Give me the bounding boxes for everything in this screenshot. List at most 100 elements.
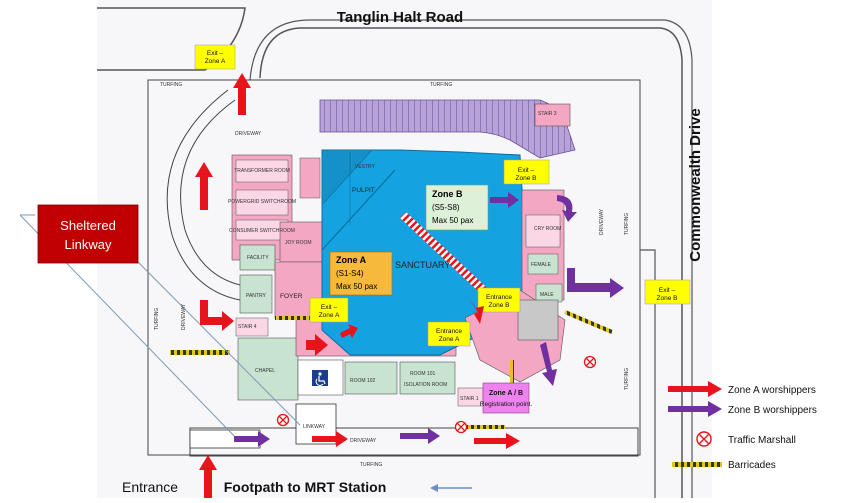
turfing-label: TURFING: [154, 308, 160, 330]
room102-label: ROOM 102: [350, 378, 376, 384]
registration-point: Zone A / B Registration point.: [480, 382, 533, 414]
room-101: [399, 361, 456, 395]
turfing-label: TURFING: [160, 82, 182, 88]
sheltered-line-2: Linkway: [65, 237, 112, 252]
stair3-label: STAIR 3: [538, 111, 557, 117]
stair4-label: STAIR 4: [238, 324, 257, 330]
legend: Zone A worshippers Zone B worshippers Tr…: [668, 381, 817, 471]
registration-subtitle: Registration point.: [480, 401, 533, 408]
zone-divider: [400, 212, 500, 306]
zone-b-arrows: [234, 192, 624, 447]
barricade-south: [455, 425, 505, 429]
female-toilet: [527, 253, 559, 275]
driveway-curve-outer: [166, 89, 241, 301]
vestry-label: VESTRY: [355, 164, 376, 170]
traffic-marshall-icon: [454, 420, 468, 434]
zone-b-range: (S5-S8): [432, 203, 460, 212]
transformer-room: [235, 159, 289, 183]
zone-b-arrow: [400, 428, 440, 444]
sheltered-line-1: Sheltered: [60, 218, 116, 233]
exit-zone-a-top: Exit –Zone A: [194, 44, 236, 70]
sheltered-linkway-callout: Sheltered Linkway: [37, 204, 139, 264]
zone-a-arrow: [195, 162, 213, 210]
zone-b-arrow: [567, 268, 624, 298]
road-north-label: Tanglin Halt Road: [337, 9, 463, 26]
legend-barricades-text: Barricades: [728, 460, 776, 471]
entrance-label: Entrance: [122, 479, 178, 495]
exit-zone-b-far-right-text: Exit –Zone B: [657, 287, 678, 302]
zone-b-capacity: Max 50 pax: [432, 216, 473, 225]
driveway-label: DRIVEWAY: [235, 131, 262, 137]
cry-room-label: CRY ROOM: [534, 226, 561, 232]
room-102: [344, 361, 398, 395]
facility-label: FACILITY: [247, 255, 269, 261]
driveway-curve: [180, 99, 241, 286]
exit-zone-b-right: Exit –Zone B: [503, 159, 550, 185]
lift-core: [517, 299, 559, 341]
zone-b-arrow: [234, 431, 270, 447]
zone-a-arrow: [233, 73, 251, 115]
chapel-label: CHAPEL: [255, 368, 275, 374]
diagonal-aisle: [321, 169, 396, 251]
pantry-room: [239, 274, 273, 314]
transformer-label: TRANSFORMER ROOM: [234, 168, 290, 174]
female-label: FEMALE: [531, 262, 552, 268]
zone-a-arrow: [468, 297, 484, 324]
joy-room-label: JOY ROOM: [285, 240, 312, 246]
driveway-label: DRIVEWAY: [599, 208, 605, 235]
vestry-side: [299, 157, 321, 199]
sheltered-pointer-2: [137, 261, 301, 426]
stair4-room: [235, 317, 269, 337]
cry-room: [525, 214, 561, 248]
consumer-label: CONSUMER SWITCHROOM: [229, 228, 295, 234]
barricade-west: [170, 350, 230, 355]
zone-a-range: (S1-S4): [336, 269, 364, 278]
chapel-room: [237, 337, 299, 401]
driveway-label: DRIVEWAY: [181, 303, 187, 330]
stair3-room: [534, 103, 571, 127]
powergrid-room: [235, 189, 289, 216]
road-outline-east: [640, 249, 656, 498]
turfing-label: TURFING: [624, 213, 630, 235]
turfing-label: TURFING: [430, 82, 452, 88]
zone-a-arrow: [306, 334, 328, 356]
traffic-marshall-icon: [276, 413, 290, 427]
registration-title: Zone A / B: [489, 390, 523, 397]
legend-barricade-swatch: [672, 462, 722, 467]
road-east-label: Commonwealth Drive: [687, 108, 704, 261]
legend-marshall-icon: [696, 431, 712, 447]
exit-zone-b-right-text: Exit –Zone B: [516, 167, 537, 182]
zone-a-title: Zone A: [336, 255, 367, 265]
wheelchair-icon: [312, 370, 328, 386]
zone-b-arrow: [490, 192, 519, 208]
exit-zone-a-left: Exit –Zone A: [309, 297, 349, 323]
facility-room: [239, 244, 276, 271]
male-label: MALE: [540, 292, 554, 298]
road-outline-ne-outer: [249, 19, 693, 498]
driveway-label: DRIVEWAY: [350, 438, 377, 444]
legend-zone-b-text: Zone B worshippers: [728, 405, 817, 416]
barricade-foyer: [275, 316, 315, 320]
zone-b-box: Zone B (S5-S8) Max 50 pax: [425, 184, 489, 231]
zone-a-box: Zone A (S1-S4) Max 50 pax: [329, 251, 393, 296]
stair1-label: STAIR 1: [460, 396, 479, 402]
legend-zone-a-text: Zone A worshippers: [728, 385, 816, 396]
zone-a-arrow: [340, 324, 358, 338]
pulpit-area: [321, 149, 373, 206]
zone-a-arrow: [474, 433, 520, 449]
exit-zone-b-far-right: Exit –Zone B: [644, 279, 691, 305]
linkway-label: LINKWAY: [303, 424, 326, 430]
zone-a-arrow: [312, 431, 348, 447]
legend-zone-a-arrow: [668, 381, 722, 397]
pulpit-label: PULPIT: [352, 187, 375, 194]
legend-zone-b-arrow: [668, 401, 722, 417]
barricade-lobby: [510, 360, 514, 405]
site-boundary: [147, 79, 641, 456]
sanctuary-label: SANCTUARY: [395, 260, 450, 270]
zone-a-arrow: [200, 300, 234, 331]
legend-marshall-text: Traffic Marshall: [728, 435, 796, 446]
